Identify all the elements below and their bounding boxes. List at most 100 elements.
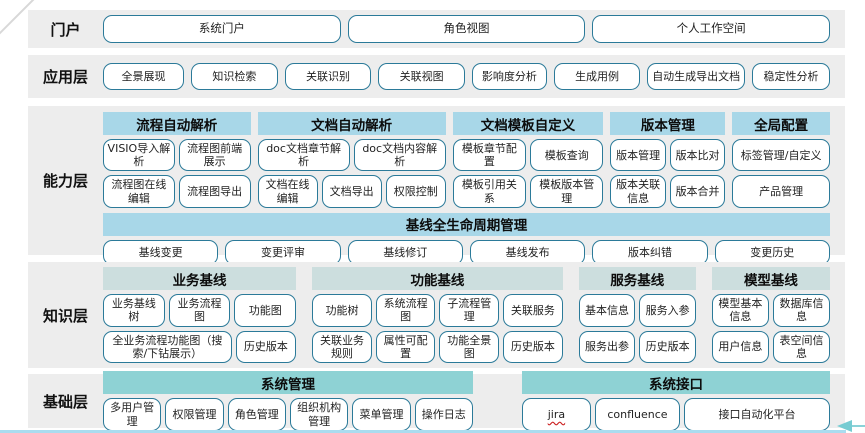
diagram-box: 历史版本 [503,330,563,363]
diagram-box: 多用户管理 [103,398,162,431]
diagram-box: 角色管理 [227,398,286,431]
diagram-box: 影响度分析 [471,63,547,90]
group-row: 模型基本信息数据库信息 [711,294,830,327]
group-title: 系统管理 [103,371,473,395]
diagram-box: 全业务流程功能图（搜索/下钻展示） [103,330,232,363]
layer-label-application: 应用层 [42,68,88,86]
diagram-box: 知识检索 [191,63,278,90]
application-boxes: 全景展现知识检索关联识别关联视图影响度分析生成用例自动生成导出文档稳定性分析 [103,63,845,90]
diagram-box: 服务出参 [578,330,636,363]
diagram-box: 接口自动化平台 [684,398,830,431]
diagram-box: 模板查询 [530,139,604,172]
diagram-box: 流程图导出 [178,175,251,208]
diagram-box: 操作日志 [414,398,473,431]
diagram-box: 子流程管理 [439,294,500,327]
diagram-box: 模板章节配置 [452,139,527,172]
diagram-box: 自动生成导出文档 [647,63,745,90]
group-title: 文档自动解析 [257,112,446,135]
group-row: 全业务流程功能图（搜索/下钻展示）历史版本 [103,330,297,363]
diagram-box: 用户信息 [711,330,769,363]
diagram-box: 系统流程图 [375,294,436,327]
group-title: 系统接口 [522,371,830,395]
diagram-box: 功能树 [312,294,372,327]
group-knowledge-2: 服务基线基本信息服务入参服务出参历史版本 [578,267,696,363]
layer-label-foundation: 基础层 [42,392,88,411]
diagram-box: 文档导出 [321,175,382,208]
diagram-box: 模板版本管理 [530,175,604,208]
diagram-box: 业务基线树 [103,294,165,327]
diagram-box: 产品管理 [732,175,830,208]
baseline-boxes: 基线变更变更评审基线修订基线发布版本纠错变更历史 [103,239,830,265]
diagram-box: 模板引用关系 [452,175,527,208]
diagram-box: 业务流程图 [168,294,231,327]
group-row: 关联业务规则属性可配置功能全景图历史版本 [312,330,563,363]
diagram-box: 关联服务 [503,294,563,327]
diagram-box: 基线发布 [469,239,586,265]
diagram-box: 文档在线编辑 [257,175,318,208]
layer-portal: 门户 系统门户角色视图个人工作空间 [28,10,845,48]
group-row: 服务出参历史版本 [578,330,696,363]
diagram-box: 权限控制 [385,175,446,208]
diagram-box: 关联视图 [378,63,465,90]
group-row: 流程图在线编辑流程图导出 [103,175,251,208]
diagram-box: 权限管理 [165,398,224,431]
diagram-box: 版本比对 [669,139,726,172]
group-row: 基本信息服务入参 [578,294,696,327]
group-title: 业务基线 [103,267,297,291]
diagram-box: 角色视图 [347,15,586,43]
group-foundation-0: 系统管理多用户管理权限管理角色管理组织机构管理菜单管理操作日志 [103,371,473,431]
diagram-box: 版本管理 [610,139,666,172]
diagram-box: 服务入参 [639,294,696,327]
group-row: 标签管理/自定义 [732,139,830,172]
group-title: 模型基线 [711,267,830,291]
baseline-lifecycle-section: 基线全生命周期管理 基线变更变更评审基线修订基线发布版本纠错变更历史 [103,212,830,265]
group-capability-3: 版本管理版本管理版本比对版本关联信息版本合并 [610,112,726,208]
diagram-box: 生成用例 [553,63,641,90]
diagram-box: 流程图前端展示 [178,139,251,172]
group-knowledge-0: 业务基线业务基线树业务流程图功能图全业务流程功能图（搜索/下钻展示）历史版本 [103,267,297,363]
group-row: 文档在线编辑文档导出权限控制 [257,175,446,208]
diagram-box: 流程图在线编辑 [103,175,175,208]
diagram-box: 基线修订 [347,239,463,265]
diagram-box: 菜单管理 [352,398,411,431]
group-row: 版本关联信息版本合并 [610,175,726,208]
diagram-box: confluence [594,398,680,431]
group-knowledge-3: 模型基线模型基本信息数据库信息用户信息表空间信息 [711,267,830,363]
diagram-box: 变更评审 [225,239,341,265]
layer-label-knowledge: 知识层 [42,306,88,325]
diagram-box: 版本纠错 [592,239,708,265]
arrow-tail-line [850,425,865,427]
group-title: 文档模板自定义 [452,112,604,135]
diagram-box: 版本关联信息 [610,175,666,208]
group-title: 全局配置 [732,112,830,135]
group-row: VISIO导入解析流程图前端展示 [103,139,251,172]
diagram-box: 功能全景图 [439,330,500,363]
diagram-box: 基线变更 [103,239,219,265]
diagram-box: 功能图 [234,294,297,327]
portal-boxes: 系统门户角色视图个人工作空间 [103,15,845,43]
group-row: 模板章节配置模板查询 [452,139,604,172]
group-row: 多用户管理权限管理角色管理组织机构管理菜单管理操作日志 [103,398,473,431]
group-row: 用户信息表空间信息 [711,330,830,363]
diagram-box: 历史版本 [639,330,696,363]
diagram-box: 组织机构管理 [289,398,349,431]
diagram-box: 系统门户 [103,15,341,43]
diagram-box: 稳定性分析 [752,63,830,90]
group-title: 功能基线 [312,267,563,291]
group-knowledge-1: 功能基线功能树系统流程图子流程管理关联服务关联业务规则属性可配置功能全景图历史版… [312,267,563,363]
baseline-section-title: 基线全生命周期管理 [103,212,830,236]
group-capability-2: 文档模板自定义模板章节配置模板查询模板引用关系模板版本管理 [452,112,604,208]
bottom-accent-line [0,430,846,433]
layer-label-portal: 门户 [50,20,81,39]
group-row: 产品管理 [732,175,830,208]
